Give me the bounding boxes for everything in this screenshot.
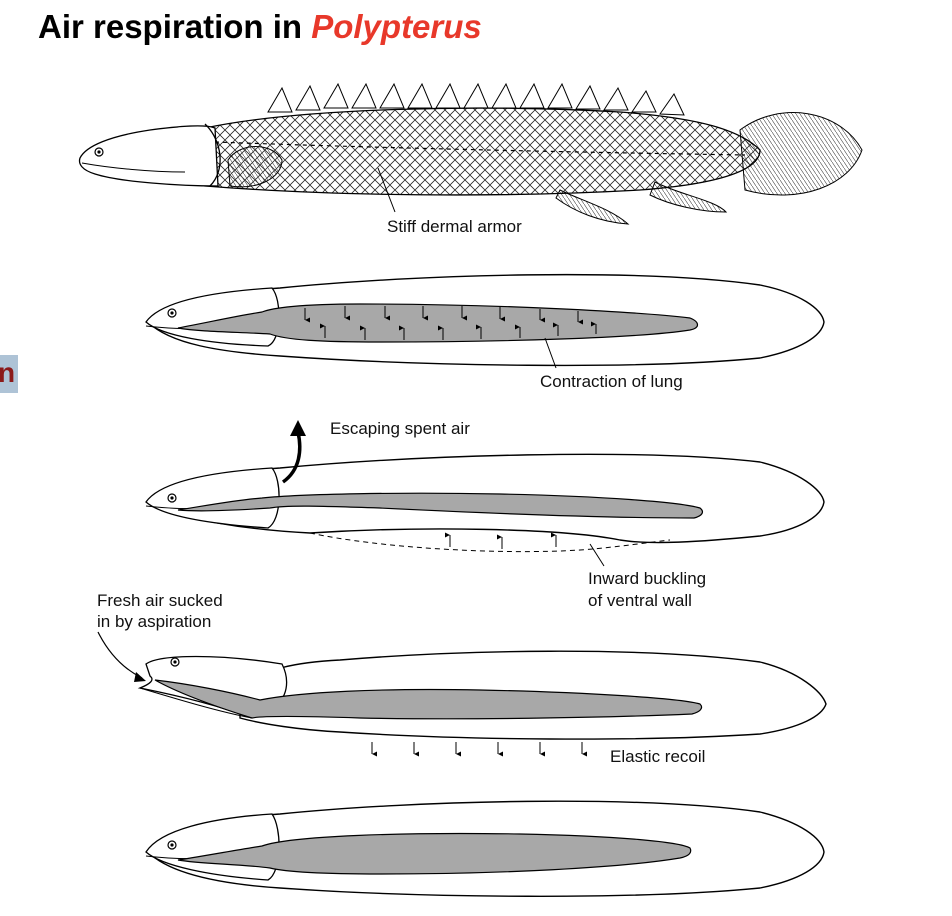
label-escaping-spent-air: Escaping spent air <box>330 419 470 438</box>
stage-2-diagram <box>145 420 825 567</box>
arrow-up-icon <box>320 321 597 340</box>
label-inward-buckling: Inward buckling <box>588 569 706 588</box>
stage-1-diagram <box>145 273 825 369</box>
arrow-head <box>134 672 146 682</box>
lung <box>177 492 704 519</box>
eye-pupil <box>97 150 101 154</box>
pectoral-fin <box>227 146 283 188</box>
label-ventral-wall: of ventral wall <box>588 591 692 610</box>
arrow-up-icon <box>445 532 557 549</box>
lung <box>177 832 692 875</box>
mouth-line <box>81 162 186 173</box>
buckling-leader <box>589 543 605 567</box>
edge-tab: n <box>0 355 18 393</box>
eye-pupil <box>170 843 174 847</box>
eye-pupil <box>170 496 174 500</box>
eye-pupil <box>170 311 174 315</box>
eye-pupil <box>173 660 177 664</box>
pelvic-fin <box>555 189 630 225</box>
label-by-aspiration: in by aspiration <box>97 612 211 631</box>
stage-4-diagram <box>145 800 825 897</box>
label-stiff-dermal-armor: Stiff dermal armor <box>387 217 522 236</box>
arrow-head <box>290 420 306 436</box>
anal-fin <box>649 181 728 213</box>
arrow-down-icon <box>371 742 587 757</box>
armor-leader <box>377 167 396 213</box>
fish-illustration <box>78 82 863 225</box>
curved-arrow-icon <box>97 631 143 679</box>
curved-arrow-icon <box>281 431 302 484</box>
label-contraction-of-lung: Contraction of lung <box>540 372 683 391</box>
page-title: Air respiration in Polypterus <box>38 8 482 46</box>
title-prefix: Air respiration in <box>38 8 312 45</box>
gill-cover <box>204 123 221 187</box>
lateral-line <box>214 141 746 156</box>
jaw-line <box>139 687 253 719</box>
label-fresh-air-sucked: Fresh air sucked <box>97 591 223 610</box>
edge-fragment: n <box>0 357 16 388</box>
lung <box>177 303 699 343</box>
dorsal-finlets <box>267 82 685 116</box>
fish-head <box>78 125 219 187</box>
arrow-down-icon <box>304 306 583 325</box>
title-species: Polypterus <box>311 8 482 45</box>
lung-leader <box>544 337 557 369</box>
caudal-fin <box>739 112 863 196</box>
fish-body <box>204 107 761 196</box>
lung <box>154 679 703 720</box>
label-elastic-recoil: Elastic recoil <box>610 747 705 766</box>
stage-3-diagram <box>97 631 827 757</box>
